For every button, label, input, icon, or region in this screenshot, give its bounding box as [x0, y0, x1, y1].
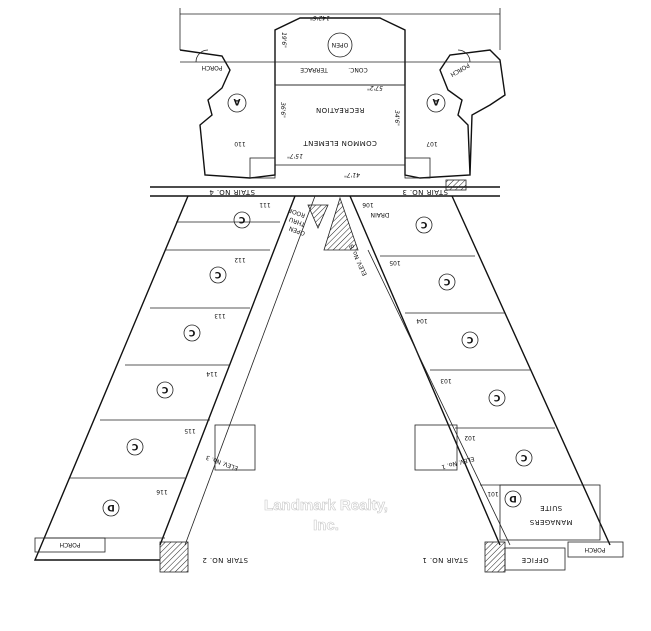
unit-badge-circle	[426, 93, 446, 113]
open-circle	[327, 32, 353, 58]
watermark-line2: Inc.	[313, 517, 339, 534]
top-block: OPEN CONC. TERRACE RECREATION COMMON ELE…	[179, 8, 506, 179]
roof-shaft	[307, 204, 329, 230]
porch-top-left: PORCH	[202, 64, 223, 71]
drain-label: DRAIN	[371, 211, 390, 218]
unit-106: 106	[362, 201, 374, 208]
unit-badge-circle	[227, 93, 247, 113]
corridor-band: STAIR NO. 4 STAIR NO. 3	[150, 179, 500, 197]
stair-3-label: STAIR NO. 3	[402, 188, 448, 196]
dim-top: 19'6"	[280, 32, 287, 48]
badge-103: C	[493, 392, 500, 402]
dimensions: 142'6" 57'2" 36'6" 34'6" 19'6" 15'7" 41'…	[279, 14, 400, 178]
unit-badge-circle	[515, 449, 533, 467]
unit-114: 114	[206, 370, 218, 377]
unit-badge-circle	[461, 331, 479, 349]
unit-badge-circle	[438, 273, 456, 291]
badge-110: A	[233, 96, 240, 106]
badge-113: C	[188, 327, 195, 337]
unit-badge-circle	[415, 216, 433, 234]
recreation-label: RECREATION	[316, 106, 365, 114]
stair-4-label: STAIR NO. 4	[209, 188, 255, 196]
unit-badge-circle	[126, 438, 144, 456]
badge-114: C	[161, 384, 168, 394]
unit-badge-circle	[156, 381, 174, 399]
unit-105: 105	[389, 259, 401, 266]
common-element-label: COMMON ELEMENT	[303, 139, 377, 147]
elev-b-label: ELEV. No. B	[348, 243, 369, 277]
center-wedge: OPEN THRU ROOF DRAIN ELEV. No. B	[287, 196, 390, 277]
badge-101: D	[509, 493, 516, 503]
unit-103: 103	[440, 377, 452, 384]
unit-112: 112	[234, 256, 246, 263]
watermark-line1: Landmark Realty,	[264, 497, 388, 514]
unit-116: 116	[156, 488, 168, 495]
dim-overall: 142'6"	[310, 14, 330, 21]
unit-badge-circle	[102, 499, 120, 517]
stair-2-hatch	[159, 541, 189, 573]
dim-stair-right: 41'7"	[344, 171, 360, 178]
porch-bottom-right: PORCH	[585, 546, 606, 553]
unit-113: 113	[214, 312, 226, 319]
unit-102: 102	[464, 434, 476, 441]
suite-label: SUITE	[540, 504, 562, 512]
unit-111: 111	[259, 201, 271, 208]
unit-101: 101	[487, 490, 499, 497]
unit-badge-circle	[183, 324, 201, 342]
unit-107: 107	[426, 140, 438, 147]
elev-3-label: ELEV. No. 3	[205, 453, 239, 471]
conc-label: CONC.	[348, 66, 368, 73]
porch-bottom-left: PORCH	[60, 541, 81, 548]
watermark: Landmark Realty, Inc.	[264, 497, 389, 535]
stair-2-label: STAIR NO. 2	[202, 556, 248, 564]
badge-107: A	[432, 96, 439, 106]
badge-104: C	[466, 334, 473, 344]
managers-suite-box	[499, 484, 601, 541]
badge-102: C	[520, 452, 527, 462]
unit-104: 104	[416, 317, 428, 324]
left-wing: PORCH STAIR NO. 2 ELEV. No. 3 C 111 C 11…	[33, 195, 316, 573]
unit-110: 110	[234, 140, 246, 147]
stair-1-hatch	[484, 541, 506, 573]
badge-112: C	[214, 269, 221, 279]
dim-terrace: 57'2"	[367, 84, 383, 91]
badge-115: C	[131, 441, 138, 451]
porch-box	[567, 541, 624, 558]
managers-label: MANAGERS	[529, 518, 572, 526]
stair-1-label: STAIR NO. 1	[422, 556, 468, 564]
dim-left: 36'6"	[279, 102, 286, 118]
unit-badge-circle	[504, 490, 522, 508]
unit-badge-circle	[488, 389, 506, 407]
porch-top-right: PORCH	[449, 61, 471, 78]
right-wing: ELEV. No. 1 C 106 C 105 C 104 C 103 C 10…	[349, 195, 624, 573]
dim-stair-left: 15'7"	[287, 152, 303, 159]
stair-3-hatch	[445, 179, 467, 191]
unit-badge-circle	[209, 266, 227, 284]
elev-1-label: ELEV. No. 1	[440, 455, 475, 471]
elevator-3-box	[214, 424, 256, 471]
badge-105: C	[443, 276, 450, 286]
unit-115: 115	[184, 427, 196, 434]
elevator-1-box	[414, 424, 458, 471]
dim-right: 34'6"	[393, 110, 400, 126]
badge-106: C	[420, 219, 427, 229]
unit-badge-circle	[233, 211, 251, 229]
elevator-b-shaft	[323, 196, 359, 251]
badge-111: C	[238, 214, 245, 224]
badge-116: D	[107, 502, 114, 512]
open-label: OPEN	[332, 41, 349, 48]
office-label: OFFICE	[521, 556, 548, 564]
porch-box	[34, 537, 106, 553]
terrace-label: TERRACE	[300, 66, 329, 73]
